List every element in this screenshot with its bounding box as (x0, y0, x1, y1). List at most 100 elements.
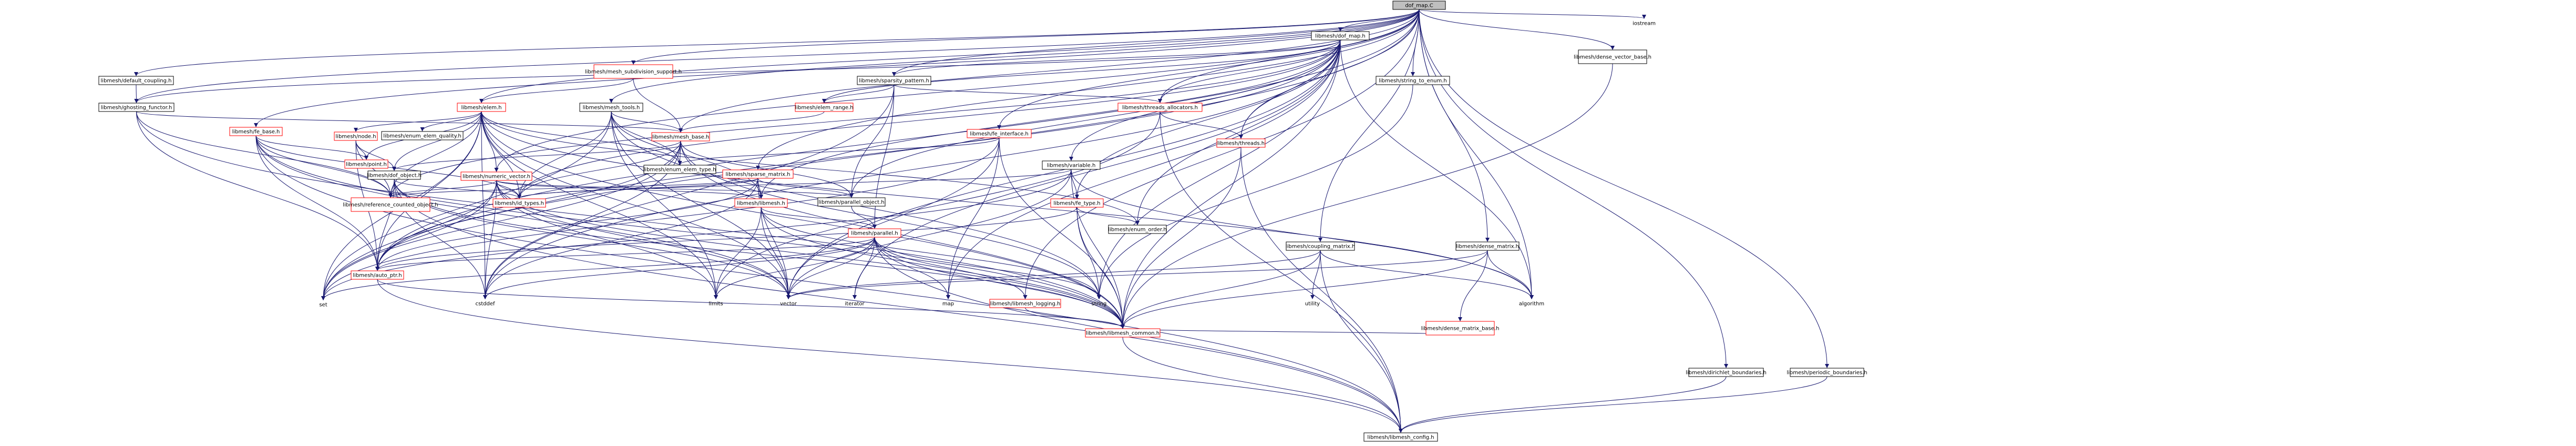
graph-node-id-types[interactable]: libmesh/id_types.h (492, 198, 546, 208)
edge-numeric_vector-to-ref_counted (388, 180, 497, 198)
node-box (1311, 31, 1370, 40)
edge-root-to-sparse_matrix (756, 9, 1420, 170)
graph-node-dof-object[interactable]: libmesh/dof_object.h (367, 170, 422, 180)
graph-edges (134, 9, 1829, 433)
edge-parallel_h-to-map (874, 237, 950, 299)
graph-node-root[interactable]: dof_map.C (1392, 1, 1446, 10)
graph-node-libmesh-config[interactable]: libmesh/libmesh_config.h (1363, 432, 1438, 442)
graph-node-enum-elem-quality[interactable]: libmesh/enum_elem_quality.h (381, 131, 464, 140)
edge-parallel_h-to-libmesh_common (874, 237, 1125, 329)
node-box (1392, 1, 1446, 10)
edge-variable_h-to-id_types (517, 169, 1072, 199)
graph-node-dirichlet[interactable]: libmesh/dirichlet_boundaries.h (1686, 368, 1767, 377)
graph-node-algorithm: algorithm (1519, 301, 1544, 307)
edge-root-to-fe_interface (997, 9, 1420, 129)
edge-dof_map_h-to-libmesh_common (1121, 39, 1341, 329)
edge-fe_base-to-vector (255, 135, 791, 299)
graph-node-sparsity-pattern[interactable]: libmesh/sparsity_pattern.h (857, 76, 931, 85)
node-box (460, 171, 532, 181)
graph-node-parallel-object[interactable]: libmesh/parallel_object.h (817, 197, 886, 207)
graph-node-enum-elem-type[interactable]: libmesh/enum_elem_type.h (643, 165, 716, 174)
edge-mesh_subdivision-to-mesh_base (633, 78, 683, 133)
graph-node-mesh-subdivision[interactable]: libmesh/mesh_subdivision_support.h (585, 64, 682, 79)
node-label: libmesh/id_types.h (495, 201, 544, 207)
edge-dof_map_h-to-id_types (517, 39, 1341, 199)
graph-node-coupling-matrix[interactable]: libmesh/coupling_matrix.h (1286, 241, 1355, 251)
edge-root-to-algorithm (1419, 9, 1534, 299)
graph-node-ghosting-functor[interactable]: libmesh/ghosting_functor.h (98, 103, 175, 112)
graph-node-dense-matrix-base[interactable]: libmesh/dense_matrix_base.h (1421, 321, 1500, 336)
edge-threads_h-to-libmesh_config (1240, 147, 1403, 433)
graph-node-dense-matrix[interactable]: libmesh/dense_matrix.h (1455, 241, 1520, 251)
graph-node-node-h[interactable]: libmesh/node.h (334, 131, 378, 141)
edge-libmesh_h-to-string (761, 207, 1101, 299)
graph-node-mesh-base[interactable]: libmesh/mesh_base.h (651, 132, 710, 141)
graph-node-threads-h[interactable]: libmesh/threads.h (1216, 138, 1266, 148)
node-box (98, 103, 175, 112)
node-box (848, 228, 901, 238)
node-label: libmesh/parallel.h (851, 231, 898, 237)
graph-node-fe-base[interactable]: libmesh/fe_base.h (229, 127, 283, 136)
edge-elem_h-to-ref_counted (388, 111, 482, 198)
edge-root-to-mesh_subdivision (631, 9, 1420, 65)
node-label: libmesh/mesh_base.h (652, 135, 710, 140)
node-box (1042, 160, 1101, 170)
edge-root-to-threads_alloc (1158, 9, 1420, 103)
graph-node-mesh-tools[interactable]: libmesh/mesh_tools.h (579, 103, 643, 112)
edge-fe_base-to-ref_counted (255, 135, 393, 198)
node-label: libmesh/string_to_enum.h (1379, 78, 1447, 84)
edge-root-to-set (321, 9, 1420, 300)
edge-sparse_matrix-to-ref_counted (388, 178, 758, 198)
graph-node-fe-interface[interactable]: libmesh/fe_interface.h (967, 129, 1032, 138)
graph-node-periodic[interactable]: libmesh/periodic_boundaries.h (1787, 368, 1867, 377)
edge-mesh_tools-to-libmesh_h (611, 111, 763, 199)
edge-dense_matrix-to-dense_matrix_base (1458, 250, 1488, 321)
edge-threads_alloc-to-threads_h (1159, 111, 1243, 139)
graph-node-threads-alloc[interactable]: libmesh/threads_allocators.h (1117, 103, 1203, 112)
node-box (1117, 103, 1203, 112)
graph-node-sparse-matrix[interactable]: libmesh/sparse_matrix.h (722, 169, 794, 179)
node-label: libmesh/variable.h (1047, 163, 1096, 169)
graph-node-fe-type[interactable]: libmesh/fe_type.h (1050, 198, 1104, 208)
edge-libmesh_h-to-parallel_h (761, 207, 877, 229)
node-label: libmesh/fe_type.h (1053, 201, 1100, 207)
graph-node-default-coupling[interactable]: libmesh/default_coupling.h (98, 76, 174, 85)
graph-node-elem-h[interactable]: libmesh/elem.h (457, 103, 506, 112)
edge-dof_map_h-to-threads_alloc (1158, 39, 1341, 103)
node-box (457, 103, 506, 112)
edge-fe_interface-to-enum_elem_type (678, 137, 1000, 165)
edge-root-to-mesh_tools (609, 9, 1420, 103)
edge-elem_h-to-dof_object (392, 111, 482, 171)
graph-node-ref-counted[interactable]: libmesh/reference_counted_object.h (343, 197, 438, 212)
edge-mesh_tools-to-mesh_base (611, 111, 683, 133)
graph-node-parallel-h[interactable]: libmesh/parallel.h (848, 228, 901, 238)
graph-node-numeric-vector[interactable]: libmesh/numeric_vector.h (460, 171, 532, 181)
node-label: libmesh/periodic_boundaries.h (1787, 370, 1867, 376)
graph-node-enum-order[interactable]: libmesh/enum_order.h (1108, 225, 1167, 234)
edge-numeric_vector-to-parallel_object (496, 180, 854, 198)
graph-node-dof-map-h[interactable]: libmesh/dof_map.h (1311, 31, 1370, 40)
node-label: libmesh/auto_ptr.h (353, 273, 402, 279)
node-label: libmesh/coupling_matrix.h (1286, 244, 1355, 250)
graph-node-dense-vector-base[interactable]: libmesh/dense_vector_base.h (1574, 49, 1651, 64)
node-label: dof_map.C (1405, 3, 1433, 9)
node-label: libmesh/threads.h (1217, 141, 1265, 147)
graph-node-libmesh-h[interactable]: libmesh/libmesh.h (734, 198, 788, 208)
node-box (967, 129, 1032, 138)
graph-node-libmesh-logging[interactable]: libmesh/libmesh_logging.h (989, 299, 1061, 308)
node-box (1376, 76, 1450, 85)
node-label: libmesh/fe_base.h (232, 129, 280, 135)
graph-node-string-to-enum[interactable]: libmesh/string_to_enum.h (1376, 76, 1450, 85)
edge-fe_type-to-enum_order (1076, 207, 1140, 225)
graph-node-variable-h[interactable]: libmesh/variable.h (1042, 160, 1101, 170)
edge-variable_h-to-algorithm (1071, 169, 1534, 299)
edge-dof_map_h-to-libmesh_h (759, 39, 1341, 199)
node-label: libmesh/numeric_vector.h (463, 174, 530, 180)
graph-node-point-h[interactable]: libmesh/point.h (344, 159, 388, 169)
edge-mesh_tools-to-set (321, 111, 612, 300)
graph-nodes: dof_map.C libmesh/dof_map.h libmesh/mesh_s… (98, 1, 1867, 442)
graph-node-libmesh-common[interactable]: libmesh/libmesh_common.h (1085, 328, 1161, 338)
graph-node-auto-ptr[interactable]: libmesh/auto_ptr.h (351, 270, 404, 280)
graph-node-elem-range[interactable]: libmesh/elem_range.h (795, 103, 854, 112)
